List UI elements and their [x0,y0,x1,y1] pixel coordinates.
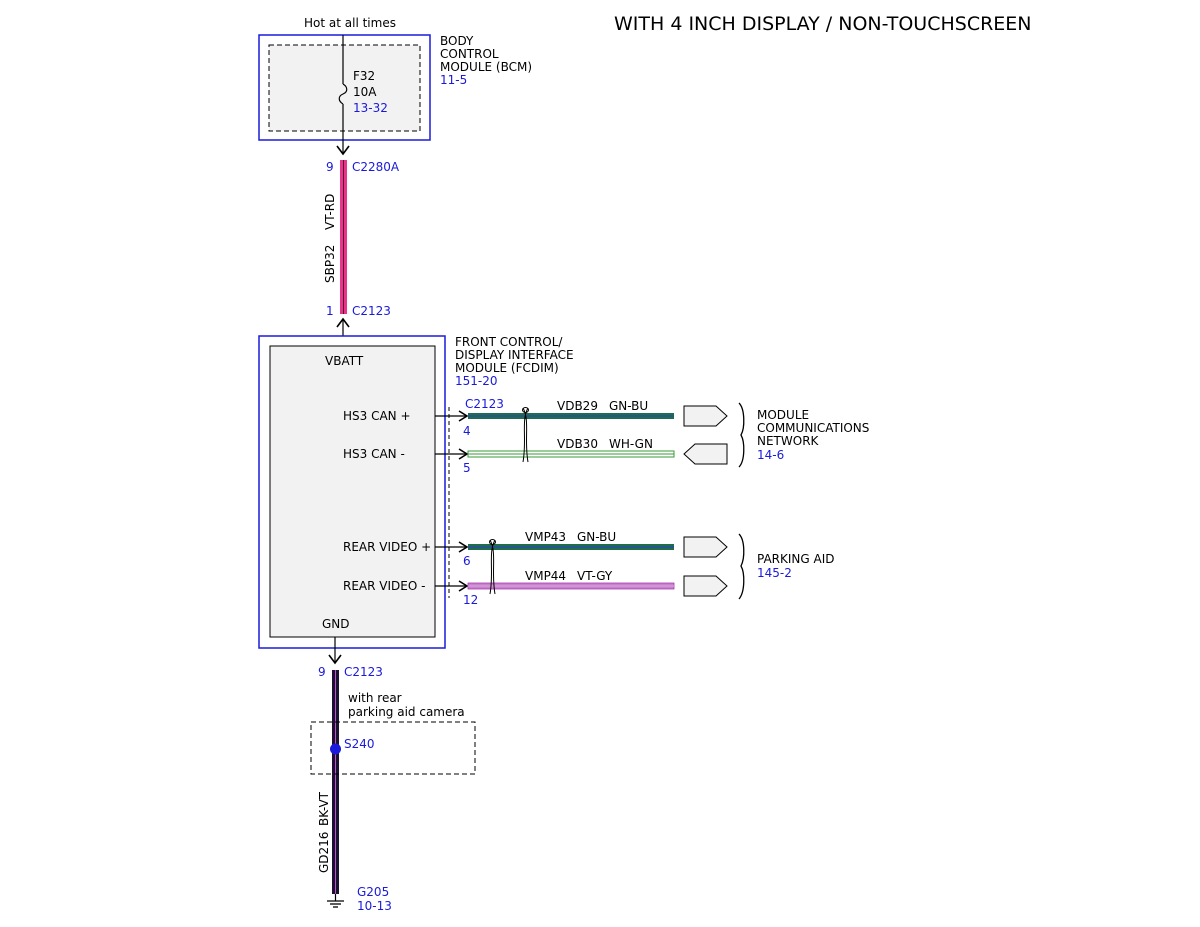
bcm-ref: 11-5 [440,73,467,87]
wire-vmp43 [468,544,674,550]
signal-pin-4: 4 [463,424,471,438]
fcdim-name-line-1: FRONT CONTROL/ [455,335,563,349]
c2123-gnd-name: C2123 [344,665,383,679]
c2123-gnd-pin: 9 [318,665,326,679]
flag-vmp43-icon [683,536,728,558]
option-box [310,721,476,775]
fcdim-gnd-label: GND [322,617,350,631]
wire-vdb30-color: WH-GN [609,437,653,451]
wire-sbp32-color: VT-RD [323,194,337,230]
bcm-module: BODY CONTROL MODULE (BCM) 11-5 F32 10A 1… [258,34,532,141]
signal-pin-arrows [435,410,469,592]
fcdim-name-line-2: DISPLAY INTERFACE [455,348,574,362]
parking-aid-bracket-icon [738,533,745,600]
fcdim-rear-video-minus-label: REAR VIDEO - [343,579,425,593]
flag-vdb29-icon [683,405,728,427]
wire-vdb30-circuit: VDB30 [557,437,598,451]
splice-label: S240 [344,737,375,751]
wire-vmp43-circuit: VMP43 [525,530,566,544]
wire-gd216 [332,670,339,894]
network-name-line-2: COMMUNICATIONS [757,421,869,435]
wire-vdb29 [468,413,674,419]
signal-connector-name: C2123 [465,397,504,411]
c2280a-name: C2280A [352,160,400,174]
fcdim-ref: 151-20 [455,374,498,388]
fcdim-hs3-can-minus-label: HS3 CAN - [343,447,405,461]
wire-sbp32 [340,160,347,314]
bcm-name-line-2: CONTROL [440,47,499,61]
splice-dot-icon [330,743,341,755]
power-source-label: Hot at all times [304,16,396,30]
destination-flags [683,405,728,597]
wire-vdb29-circuit: VDB29 [557,399,598,413]
fuse-ref: 13-32 [353,101,388,115]
flag-vmp44-icon [683,575,728,597]
ground-name: G205 [357,885,389,899]
fcdim-name-line-3: MODULE (FCDIM) [455,361,559,375]
wire-vdb30 [467,450,675,458]
signal-pin-12: 12 [463,593,478,607]
signal-pin-5: 5 [463,461,471,475]
signal-pin-6: 6 [463,554,471,568]
c2123-in-pin: 1 [326,304,334,318]
diagram-title: WITH 4 INCH DISPLAY / NON-TOUCHSCREEN [614,13,1032,35]
pin-6-arrow-icon [458,541,469,553]
fcdim-rear-video-plus-label: REAR VIDEO + [343,540,431,554]
network-ref: 14-6 [757,448,784,462]
fcdim-hs3-can-plus-label: HS3 CAN + [343,409,411,423]
wire-vmp44-circuit: VMP44 [525,569,566,583]
fuse-id: F32 [353,69,375,83]
fcdim-vbatt-label: VBATT [325,354,364,368]
wire-vdb29-color: GN-BU [609,399,648,413]
fuse-rating: 10A [353,85,377,99]
wire-vmp44-color: VT-GY [577,569,613,583]
connector-arrow-c2280a-icon [336,145,350,156]
fuse-icon [338,83,348,105]
pin-12-arrow-icon [458,580,469,592]
fcdim-module: VBATT HS3 CAN + HS3 CAN - REAR VIDEO + R… [258,335,574,649]
pin-4-arrow-icon [458,410,469,422]
bcm-name-line-1: BODY [440,34,474,48]
wire-gd216-circuit: GD216 [317,832,331,873]
network-bracket-icon [738,402,745,468]
option-note-line-2: parking aid camera [348,705,465,719]
bcm-fuse-box [268,44,421,132]
flag-vdb30-icon [683,443,728,465]
fcdim-body [269,345,436,638]
connector-arrow-c2123-gnd-icon [328,654,342,665]
option-note-line-1: with rear [348,691,402,705]
twisted-pair-video-icon [489,539,496,595]
wire-sbp32-circuit: SBP32 [323,245,337,283]
network-name-line-3: NETWORK [757,434,820,448]
bcm-name-line-3: MODULE (BCM) [440,60,532,74]
ground-symbol-icon [327,894,344,908]
wire-gd216-color: BK-VT [317,791,331,826]
wire-vmp44 [467,582,675,590]
parking-aid-name: PARKING AID [757,552,835,566]
pin-5-arrow-icon [458,448,469,460]
parking-aid-ref: 145-2 [757,566,792,580]
wire-vmp43-color: GN-BU [577,530,616,544]
ground-ref: 10-13 [357,899,392,913]
network-name-line-1: MODULE [757,408,809,422]
c2123-in-name: C2123 [352,304,391,318]
twisted-pair-can-icon [522,407,529,463]
c2280a-pin: 9 [326,160,334,174]
